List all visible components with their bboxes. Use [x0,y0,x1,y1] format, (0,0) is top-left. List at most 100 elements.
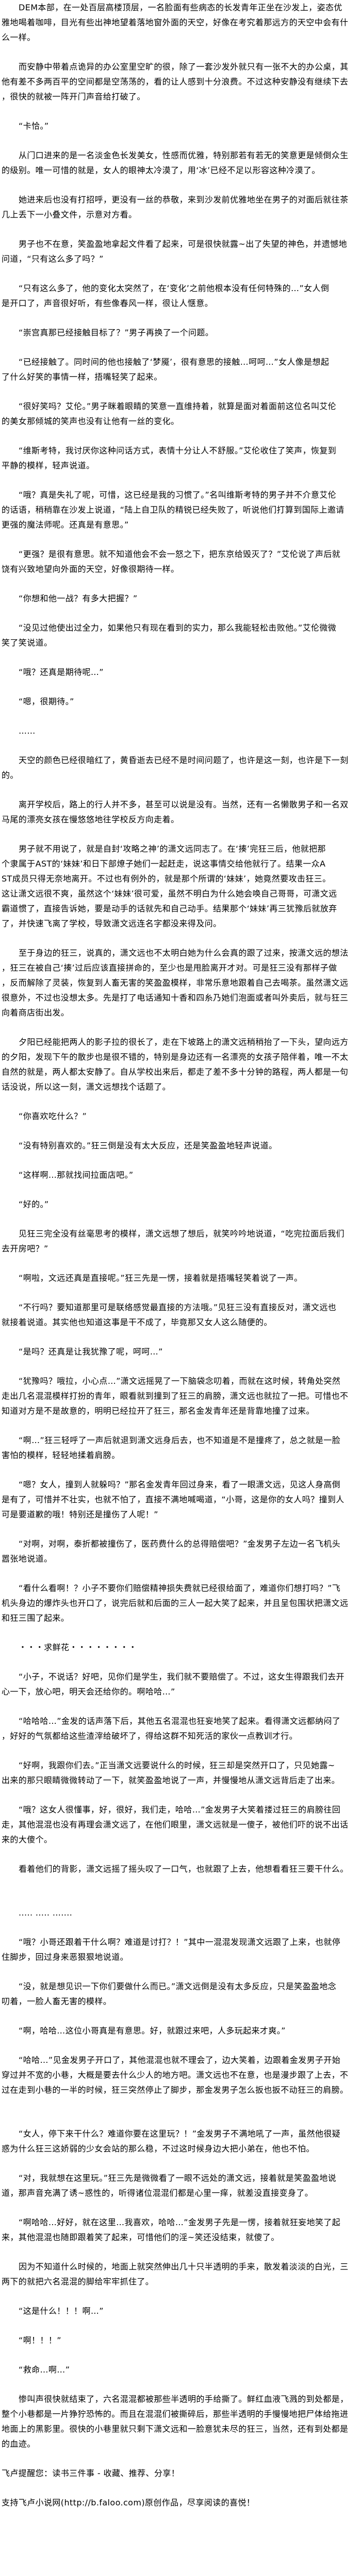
paragraph-line: ・・・求鲜花・・・・・・・・ [19,1642,137,1652]
paragraph-line: 惑为什么狂三这娇弱的少女会站的那么稳，不过这时候身边大把小弟在，他也不怕。 [2,2144,315,2154]
paragraph: “犹豫吗？哦拉，小心点…”潇文远摇晃了一下脑袋念叨着，而就在这时候，转角处突然走… [2,1374,359,1418]
paragraph: “已经接触了。同时间的他也接触了‘梦魇’，很有意思的接触…呵呵…”女人像是想起了… [2,354,359,384]
paragraph-line: 她进来后也没有打招呼，更没有一丝的恭敬，来到沙发前优雅地坐在男子的对面后就往茶 [19,195,349,205]
paragraph-line: 的美女那倾城的笑声也没有让他有一丝的变化。 [2,416,179,426]
paragraph: 夕阳已经能把两人的影子拉的很长了，走在下坡路上的潇文远稍稍抬了一下头，望向远方的… [2,1035,359,1094]
paragraph: “哦？还真是期待呢…” [2,665,359,680]
paragraph-line: …… [19,726,36,736]
paragraph-line: 来的大傻个。 [2,1835,53,1844]
paragraph-line: “嗯？女人，撞到人就躲吗？”那名金发青年回过身来，看了一眼潇文远，见这人身高倒 [19,1480,341,1489]
paragraph-line: “是吗？还真是让我犹豫了呢，呵呵…” [19,1347,163,1357]
paragraph-line: 夕阳已经能把两人的影子拉的很长了，走在下坡路上的潇文远稍稍抬了一下头，望向远方 [19,1037,349,1047]
paragraph-line: 是有了，可惜并不壮实，也就不怕了，直接不满地喊喝道，“小哥，这是你的女人吗？撞到… [2,1495,344,1504]
paragraph: “啊，哈哈…这位小哥真是有意思。好，就跟过来吧，人多玩起来才爽。” [2,2023,359,2038]
paragraph: “哦？小哥还跟着干什么啊？难道是讨打？！”其中一混混发现潇文远跟了上来，也就停住… [2,1935,359,1964]
paragraph: 男子就不用说了，就是自封‘攻略之神’的潇文远同志了。在‘揍’完狂三后，他就把那个… [2,841,359,931]
paragraph: “啊…”狂三轻呼了一声后就退到潇文远身后去，也不知道是不是撞疼了，总之就是一脸害… [2,1433,359,1463]
paragraph: “这是什么！！！啊…” [2,2303,359,2318]
paragraph-line: 看着他们的背影，潇文远摇了摇头叹了一口气，也就跟了上去，他想看看狂三要干什么。 [19,1864,349,1874]
paragraph-line: 这让潇文远很不爽，虽然这个‘妹妹’很可爱，虽然不明白为什么她会唤自己哥哥，可潇文… [2,889,337,899]
paragraph-line: 了，并快速飞离了学校，导致潇文远连名字都没来得及问。 [2,919,222,928]
footer: 飞卢提醒您：读书三件事 - 收藏、推荐、分享！ 支持飞卢小说网(http://b… [2,2466,359,2510]
paragraph-line: 至于身边的狂三，说真的，潇文远也不太明白她为什么会真的跟了过来，按潇文远的想法 [19,948,349,958]
paragraph-line: ，反而解除了灵装，恢复到人畜无害的笑盈盈模样，非常乐意地跟着自己去喝茶。虽然潇文… [2,978,349,988]
paragraph-line: “维斯考特，我讨厌你这种问话方式，表情十分让人不舒服。”艾伦收住了笑声，恢复到 [19,446,337,455]
footer-reminder: 飞卢提醒您：读书三件事 - 收藏、推荐、分享！ [2,2468,180,2478]
paragraph: “啊哈哈…好好，就在这里…我喜欢，哈哈…”金发男子先是一愣，接着就狂妄地笑了起来… [2,2215,359,2245]
paragraph: “你喜欢吃什么？” [2,1109,359,1124]
paragraph: “哈哈哈…”金发的话声落下后，其他五名混混也狂妄地笑了起来。看得潇文远都纳闷了 ，… [2,1714,359,1743]
paragraph-line: 是开口了，声音很好听，有些像春风一样，很让人惬意。 [2,298,214,308]
paragraph-line: ，很快的就被一阵开门声音给打破了。 [2,92,145,101]
paragraph: ・・・求鲜花・・・・・・・・ [2,1640,359,1655]
paragraph-line: 走出几名混混模样打扮的青年，眼看就到撞到了狂三的肩膀，潇文远也就拉了一把。可惜也… [2,1391,349,1401]
paragraph: 至于身边的狂三，说真的，潇文远也不太明白她为什么会真的跟了过来，按潇文远的想法 ，… [2,945,359,1020]
paragraph: 从门口进来的是一名淡金色长发美女，性感而优雅，特别那若有若无的笑意更是倾倒众生的… [2,148,359,178]
paragraph-line: ，好好的气氛都给这些渣滓给破坏了，得给这群不知死活的家伙一点教训才行。 [2,1731,298,1741]
paragraph-line: 笑了笑说道。 [2,638,53,648]
paragraph-line: ，狂三在被自己‘揍’过后应该直接拼命的，至少也是甩脸离开才对。可是狂三没有那样子… [2,963,337,973]
paragraph-line: 嚣张地说道。 [2,1554,53,1564]
paragraph-line: 惨叫声很快就结束了，六名混混都被那些半透明的手给撕了。鲜红血液飞溅的到处都是， [19,2394,349,2404]
paragraph-line: 雅地喝着咖啡，目光有些出神地望着落地窗外面的天空，好像在考究着那远方的天空中会有… [2,18,349,27]
paragraph: 天空的颜色已经很暗红了，黄昏逝去已经不是时间问题了，也许是这一刻，也许是下一刻的… [2,753,359,783]
paragraph-line: “不行吗？要知道那里可是联络感觉最直接的方法哦。”见狂三没有直接反对，潇文远也 [19,1302,337,1312]
paragraph-line: 机头身边的爆炸头也开口了，说完后就和后面的三人一起大笑了起来，并且呈包围状把潇文… [2,1598,349,1608]
paragraph-line: “好啊，我跟你们去。”正当潇文远要说什么的时候，狂三却是突然开口了，只见她露~ [19,1760,335,1770]
paragraph-line: “哦？真是失礼了呢，可惜，这已经是我的习惯了。”名叫维斯考特的男子并不介意艾伦 [19,490,337,500]
paragraph-line: “崇宫真那已经接触目标了？”男子再换了一个问题。 [19,328,214,337]
paragraph: “哈哈…”见金发男子开口了，其他混混也就不理会了，边大笑着，边跟着金发男子开始穿… [2,2053,359,2097]
paragraph-line: 问道，“只有这么多了吗？” [2,254,104,264]
paragraph-line: “已经接触了。同时间的他也接触了‘梦魇’，很有意思的接触…呵呵…”女人像是想起 [19,357,330,367]
paragraph-line: 么一样。 [2,32,36,42]
paragraph: ..... ..... ....... [2,1905,359,1920]
paragraph: DEM本部，在一处百层高楼顶层，一名脸面有些病态的长发青年正坐在沙发上，姿态优雅… [2,0,359,45]
paragraph: “这样啊…那就找间拉面店吧。” [2,1167,359,1182]
paragraph-line: “啊！！！” [19,2335,61,2345]
paragraph: “只有这么多了，他的变化太突然了，在‘变化’之前他根本没有任何特殊的…”女人倒是… [2,281,359,311]
paragraph: “啊啦，文远还真是直接呢。”狂三先是一愣，接着就是捂嘴轻笑着说了一声。 [2,1270,359,1285]
paragraph: “很好笑吗？艾伦。”男子眯着眼睛的笑意一直维持着，就算是面对着面前这位名叫艾伦的… [2,399,359,429]
paragraph-line: “这是什么！！！啊…” [19,2306,104,2316]
paragraph: “你想和他一战？有多大把握？” [2,591,359,606]
paragraph-line: “卡恰。” [19,121,49,131]
paragraph-line: “嗯，很期待。” [19,697,74,706]
paragraph-line: 因为不知道什么时候的，地面上就突然伸出几十只半透明的手来，散发着淡淡的白光，三 [19,2262,349,2272]
paragraph: “哦？真是失礼了呢，可惜，这已经是我的习惯了。”名叫维斯考特的男子并不介意艾伦的… [2,487,359,532]
paragraph: 而安静中带着点诡异的办公室里空旷的很，除了一套沙发外就只有一张不大的办公桌，其他… [2,59,359,104]
paragraph-line: ST成员只得无奈地离开。不过也有例外的，就是那个所谓的‘妹妹’，她竟然要攻击狂三… [2,874,331,884]
paragraph-line: 饶有兴致地望向外面的天空，好像很期待一样。 [2,564,179,574]
paragraph: “女人，停下来干什么？难道你要在这里玩？！”金发男子不满地吼了一声，虽然他很疑惑… [2,2126,359,2156]
paragraph-line: 离开学校后，路上的行人并不多，甚至可以说是没有。当然，还有一名懒散男子和一名双 [19,800,349,809]
paragraph-line: 的。 [2,770,19,780]
paragraph-line: “你想和他一战？有多大把握？” [19,594,138,603]
paragraph: “啊！！！” [2,2333,359,2348]
paragraph-line: ..... ..... ....... [19,1908,73,1918]
paragraph: 男子也不在意，笑盈盈地拿起文件看了起来，可是很快就露~出了失望的神色，并遗憾地问… [2,236,359,266]
paragraph: “好啊，我跟你们去。”正当潇文远要说什么的时候，狂三却是突然开口了，只见她露~出… [2,1758,359,1788]
paragraph-line: 男子也不在意，笑盈盈地拿起文件看了起来，可是很快就露~出了失望的神色，并遗憾地 [19,239,348,249]
paragraph-line: 男子就不用说了，就是自封‘攻略之神’的潇文远同志了。在‘揍’完狂三后，他就把那 [19,844,326,854]
paragraph-line: “好的。” [19,1199,49,1209]
paragraph-line: “没，就是想见识一下你们要做什么而已。”潇文远倒是没有太多反应，只是笑盈盈地念 [19,1981,337,1991]
paragraph-line: “犹豫吗？哦拉，小心点…”潇文远摇晃了一下脑袋念叨着，而就在这时候，转角处突然 [19,1376,341,1386]
paragraph-line: “哈哈哈…”金发的话声落下后，其他五名混混也狂妄地笑了起来。看得潇文远都纳闷了 [19,1716,341,1726]
paragraph-line: 话没说，所以这一刻，潇文远想找个话题了。 [2,1082,171,1092]
paragraph: “好的。” [2,1197,359,1212]
paragraph: …… [2,723,359,738]
paragraph-line: “没见过他使出过全力，如果他只有现在看到的实力，那么我能轻松击败他。”艾伦微微 [19,623,337,633]
paragraph-line: 平静的模样，轻声说道。 [2,461,95,470]
paragraph: “嗯？女人，撞到人就躲吗？”那名金发青年回过身来，看了一眼潇文远，见这人身高倒是… [2,1477,359,1522]
paragraph-line: 叨着，一脸人畜无害的模样。 [2,1996,112,2006]
paragraph: “卡恰。” [2,118,359,133]
paragraph-line: 更强的魔法师呢。还真是有意思。” [2,520,129,530]
chapter-body: DEM本部，在一处百层高楼顶层，一名脸面有些病态的长发青年正坐在沙发上，姿态优雅… [2,0,359,2451]
paragraph-line: “救命…啊…” [19,2365,70,2375]
paragraph: “崇宫真那已经接触目标了？”男子再换了一个问题。 [2,325,359,340]
paragraph-line: “哦？小哥还跟着干什么啊？难道是讨打？！”其中一混混发现潇文远跟了上来，也就停 [19,1937,341,1947]
paragraph: 看着他们的背影，潇文远摇了摇头叹了一口气，也就跟了上去，他想看看狂三要干什么。 [2,1861,359,1876]
paragraph-line: 道，那声音充满了诱~惑性的，听得诸位混混们都是心里一痒，就差没直接变身了。 [2,2188,314,2198]
paragraph-line: “哈哈…”见金发男子开口了，其他混混也就不理会了，边大笑着，边跟着金发男子开始 [19,2055,341,2065]
paragraph-line: 天空的颜色已经很暗红了，黄昏逝去已经不是时间问题了，也许是这一刻，也许是下一刻 [19,755,349,765]
paragraph: “对，我就想在这里玩。”狂三先是微微看了一眼不远处的潇文远，接着就是笑盈盈地说道… [2,2171,359,2200]
